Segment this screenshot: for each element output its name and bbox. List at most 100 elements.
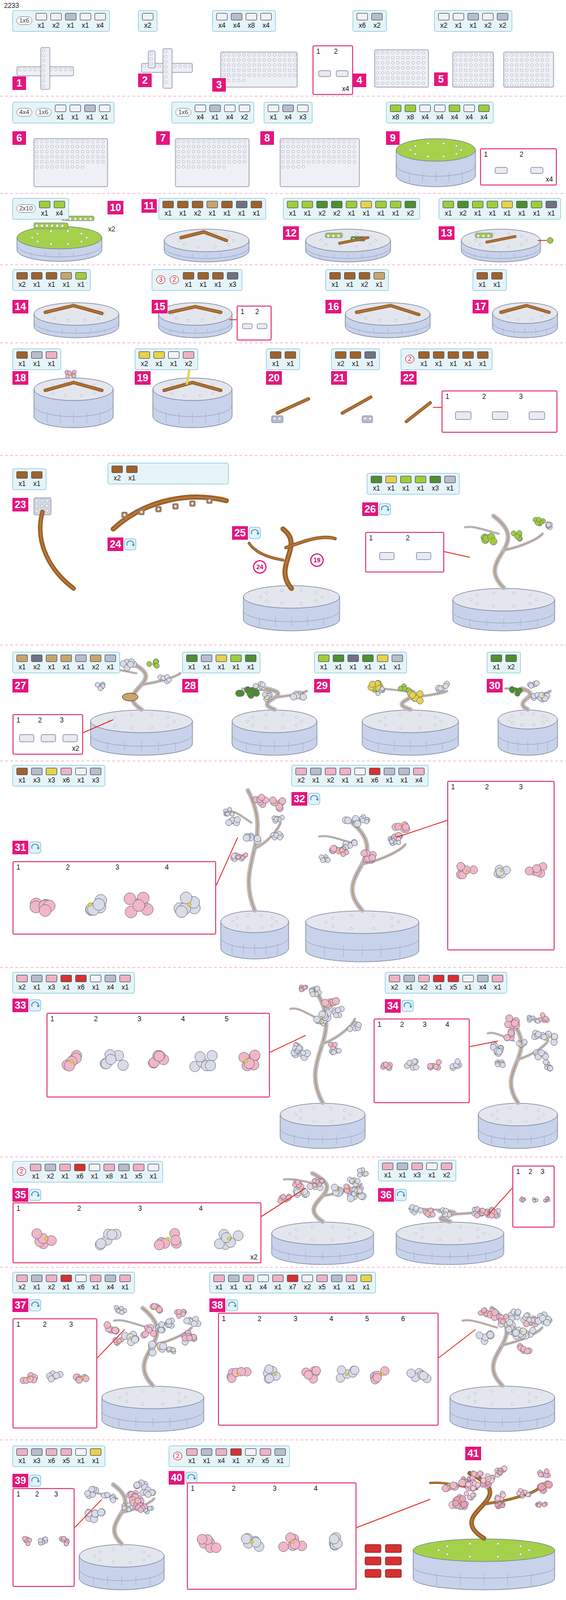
illustration <box>227 63 231 67</box>
illustration <box>247 69 251 72</box>
illustration <box>307 150 311 154</box>
illustration <box>526 1317 529 1319</box>
illustration <box>56 145 59 149</box>
illustration <box>369 243 372 246</box>
illustration <box>258 74 261 77</box>
illustration <box>178 254 179 258</box>
illustration <box>183 65 187 68</box>
illustration <box>354 820 362 828</box>
illustration <box>104 328 106 334</box>
illustration <box>242 53 246 57</box>
illustration <box>273 53 277 57</box>
illustration <box>350 821 368 911</box>
illustration <box>143 65 147 68</box>
illustration <box>33 302 119 326</box>
illustration <box>71 145 75 149</box>
step-separator <box>0 342 566 343</box>
illustration <box>191 502 195 506</box>
illustration <box>101 160 105 164</box>
illustration <box>59 252 60 257</box>
illustration <box>384 716 387 719</box>
illustration <box>414 144 417 148</box>
illustration <box>293 63 297 67</box>
illustration <box>492 302 558 324</box>
illustration <box>280 138 360 187</box>
illustration <box>342 140 346 144</box>
illustration <box>223 150 226 154</box>
illustration <box>152 1328 192 1346</box>
illustration <box>18 68 22 72</box>
illustration <box>288 742 290 752</box>
illustration <box>222 53 226 57</box>
illustration <box>118 1396 122 1400</box>
illustration <box>325 233 343 238</box>
illustration <box>281 726 285 730</box>
illustration <box>181 232 227 241</box>
illustration <box>71 165 75 169</box>
illustration <box>170 392 174 395</box>
illustration <box>301 988 304 990</box>
illustration <box>93 1555 96 1558</box>
illustration <box>512 592 516 595</box>
illustration <box>254 835 261 843</box>
illustration <box>307 145 311 149</box>
illustration <box>45 509 49 513</box>
illustration <box>93 1576 94 1586</box>
illustration <box>391 66 395 70</box>
illustration <box>478 1311 483 1316</box>
illustration <box>362 416 373 423</box>
illustration <box>406 402 431 422</box>
illustration <box>80 240 83 243</box>
illustration <box>353 150 357 154</box>
illustration <box>490 1403 493 1406</box>
illustration <box>222 69 226 72</box>
illustration <box>547 740 548 752</box>
illustration <box>220 52 298 88</box>
illustration <box>510 74 514 77</box>
illustration <box>246 742 247 752</box>
illustration <box>125 1392 128 1396</box>
illustration <box>66 165 70 169</box>
illustration <box>307 140 311 144</box>
illustration <box>127 661 134 668</box>
illustration <box>76 160 80 164</box>
illustration <box>520 618 522 627</box>
illustration <box>207 145 211 149</box>
illustration <box>344 817 352 825</box>
illustration <box>482 234 486 238</box>
illustration <box>192 140 196 144</box>
illustration <box>525 58 529 62</box>
illustration <box>401 56 405 60</box>
illustration <box>280 1103 366 1127</box>
illustration <box>343 851 346 853</box>
illustration <box>524 1313 530 1319</box>
illustration <box>479 69 483 72</box>
illustration <box>507 315 510 319</box>
illustration <box>101 1386 204 1410</box>
illustration <box>485 58 488 62</box>
illustration <box>384 724 387 727</box>
illustration <box>490 79 493 83</box>
illustration <box>249 543 283 561</box>
illustration <box>511 722 514 725</box>
illustration <box>505 84 509 88</box>
illustration <box>69 68 73 72</box>
illustration <box>362 254 363 258</box>
illustration <box>524 1107 527 1110</box>
illustration <box>207 160 211 164</box>
illustration <box>258 53 261 57</box>
illustration <box>305 229 391 252</box>
illustration <box>347 1026 354 1033</box>
illustration <box>232 74 236 77</box>
step-separator <box>0 1267 566 1268</box>
illustration <box>86 145 90 149</box>
illustration <box>175 742 177 752</box>
illustration <box>459 74 463 77</box>
illustration <box>439 720 443 723</box>
illustration <box>412 56 415 60</box>
illustration <box>479 84 483 88</box>
illustration <box>327 145 331 149</box>
illustration <box>66 160 70 164</box>
illustration <box>322 1252 324 1261</box>
illustration <box>56 224 59 228</box>
